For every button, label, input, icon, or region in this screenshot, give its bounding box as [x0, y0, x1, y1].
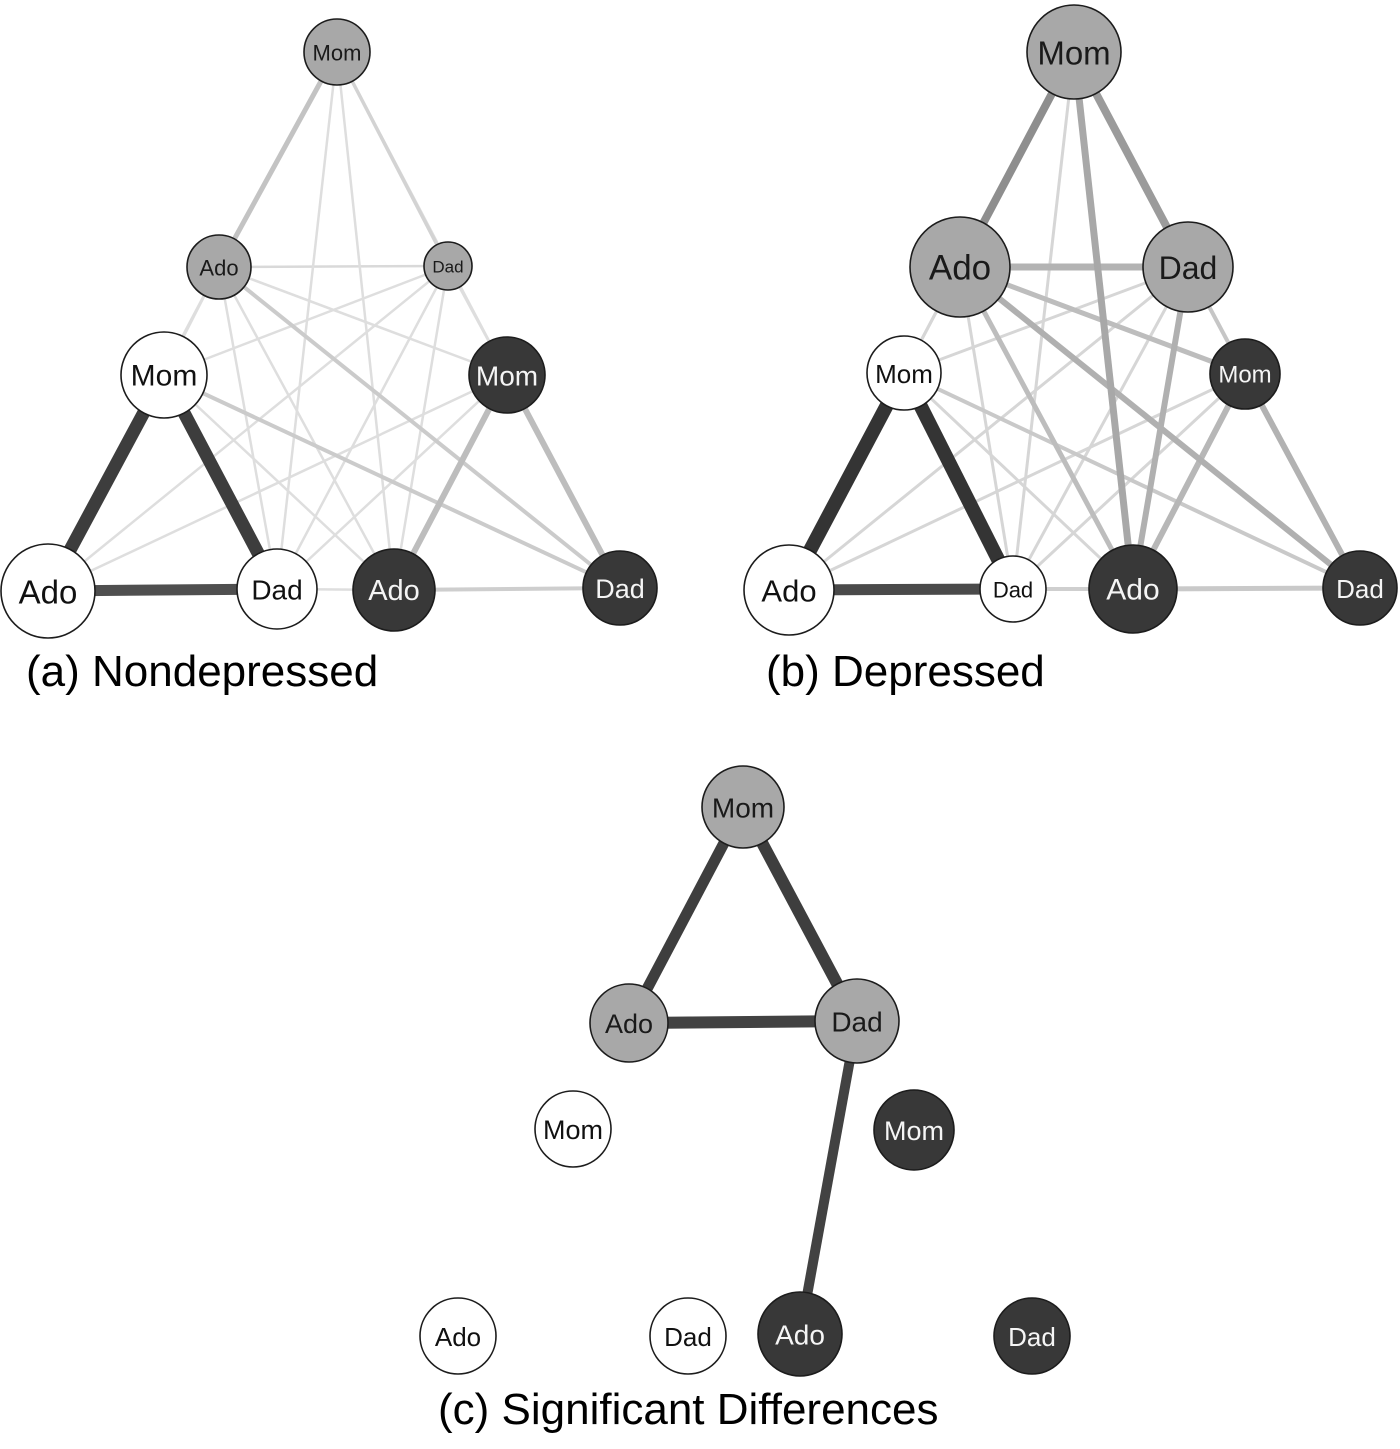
panel-c-node-g_mom-label: Mom [712, 793, 774, 824]
panel-b-edge-w_mom-d_dad [903, 371, 1361, 590]
panel-c-node-d_dad-label: Dad [1008, 1322, 1056, 1352]
panel-c-node-g_ado [589, 983, 669, 1063]
panel-a-node-w_ado-label: Ado [19, 574, 78, 611]
panel-a-edge-g_mom-g_ado [216, 50, 340, 269]
panel-b-node-w_ado-label: Ado [761, 574, 816, 609]
panel-a-node-d_dad [582, 550, 658, 626]
panel-a-edge-g_dad-w_mom [163, 264, 449, 377]
panel-b-edge-g_mom-d_ado [1070, 51, 1137, 590]
panel-b-edge-g_ado-w_dad [958, 266, 1015, 590]
panel-b-node-d_ado [1088, 544, 1178, 634]
panel-a-edge-g_ado-d_mom [218, 265, 508, 377]
panel-a-node-w_mom-label: Mom [131, 360, 198, 393]
panel-b-node-g_mom-label: Mom [1037, 35, 1110, 72]
panel-b-node-w_dad [979, 555, 1047, 623]
panel-b-edge-g_ado-d_ado [957, 265, 1136, 591]
panel-b-node-g_ado-label: Ado [929, 249, 991, 288]
panel-a-edge-d_mom-d_dad [504, 373, 623, 590]
panel-a-node-d_dad-label: Dad [595, 574, 645, 604]
panel-a-node-d_mom-label: Mom [476, 361, 538, 392]
panel-c-node-w_ado [419, 1297, 497, 1375]
panel-a-node-d_ado [352, 548, 436, 632]
panel-b-node-d_mom-label: Mom [1218, 362, 1271, 389]
panel-a-node-w_dad [236, 548, 318, 630]
panel-b-node-w_dad-label: Dad [993, 578, 1033, 603]
panel-c-node-g_dad [814, 978, 900, 1064]
panel-b-edge-g_dad-w_ado [788, 265, 1189, 592]
panel-c-node-w_ado-label: Ado [435, 1322, 481, 1352]
panel-b-node-g_dad-label: Dad [1159, 250, 1218, 286]
panel-c-node-g_ado-label: Ado [605, 1009, 653, 1039]
panel-a-edge-g_mom-g_dad [335, 51, 450, 267]
panel-b-edge-g_dad-d_ado [1130, 266, 1191, 590]
panel-a-edge-g_ado-d_dad [217, 265, 622, 590]
panel-b-node-d_dad-label: Dad [1336, 574, 1384, 604]
panel-a-edge-g_dad-w_ado [47, 265, 449, 592]
panel-a-node-w_ado [0, 543, 96, 639]
panel-a-node-d_mom [468, 336, 546, 414]
panel-c-node-d_mom-label: Mom [884, 1116, 944, 1146]
panel-a-edge-g_ado-g_dad [218, 264, 449, 269]
panel-b-node-g_mom [1026, 4, 1122, 100]
panel-c-node-w_dad [649, 1297, 727, 1375]
panel-a-node-g_ado-label: Ado [199, 256, 238, 281]
panel-b-caption: (b) Depressed [766, 647, 1045, 696]
panel-b-edge-g_dad-w_mom [903, 265, 1189, 375]
panel-a-node-w_dad-label: Dad [251, 575, 302, 606]
panel-b-node-w_mom-label: Mom [875, 359, 933, 389]
panel-b-edge-w_ado-d_mom [788, 372, 1246, 592]
panel-a-node-w_mom [120, 331, 208, 419]
panel-a-caption: (a) Nondepressed [26, 647, 378, 696]
panel-b-node-d_dad [1322, 550, 1398, 626]
panel-a-node-g_mom [303, 18, 371, 86]
panel-b-edge-w_mom-w_dad [897, 369, 1020, 593]
panel-c-node-d_mom [873, 1089, 955, 1171]
panel-a-node-g_dad [423, 241, 473, 291]
panel-a-node-g_ado [186, 234, 252, 300]
panel-c-node-w_mom-label: Mom [543, 1115, 603, 1145]
panel-c-node-d_ado-label: Ado [775, 1320, 825, 1351]
panel-a-edge-g_dad-w_dad [275, 265, 450, 590]
panel-c-node-w_mom [534, 1090, 612, 1168]
panel-a-edge-w_mom-d_dad [163, 373, 621, 590]
panel-c-node-g_mom [701, 765, 785, 849]
panel-b-node-d_mom [1209, 338, 1281, 410]
panel-b-node-g_dad [1142, 221, 1234, 313]
panel-a-node-d_ado-label: Ado [368, 575, 420, 607]
panel-c-node-d_ado [757, 1291, 843, 1377]
panel-c-node-w_dad-label: Dad [664, 1322, 712, 1352]
panel-b-node-w_ado [743, 544, 835, 636]
panel-a-edge-w_ado-d_mom [47, 373, 508, 593]
panel-c-edge-g_dad-d_ado [795, 1020, 862, 1335]
panel-a-node-g_dad-label: Dad [432, 258, 463, 277]
panel-c-node-d_dad [993, 1297, 1071, 1375]
panel-b-edge-g_dad-w_dad [1011, 266, 1190, 590]
panel-b-node-w_mom [866, 335, 942, 411]
panel-a-node-g_mom-label: Mom [313, 41, 362, 66]
panel-b-node-d_ado-label: Ado [1106, 574, 1159, 607]
panel-c-caption: (c) Significant Differences [438, 1385, 939, 1434]
panel-b-node-g_ado [909, 216, 1011, 318]
panel-b-edge-d_mom-d_dad [1242, 372, 1363, 590]
panel-a-edge-g_ado-d_ado [217, 266, 396, 591]
panel-c-node-g_dad-label: Dad [831, 1007, 882, 1038]
panel-b-edge-w_dad-d_mom [1011, 372, 1247, 591]
